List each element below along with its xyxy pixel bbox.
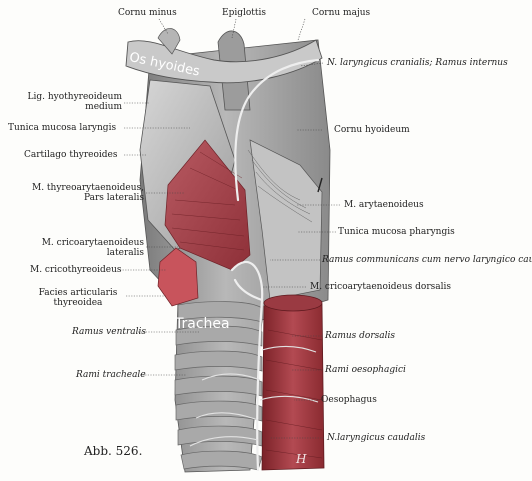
label-line: medium xyxy=(85,102,122,112)
label-rami-tracheales: Rami tracheale xyxy=(76,370,146,380)
label-n-laryngicus-cranialis: N. laryngicus cranialis; Ramus internus xyxy=(327,58,508,68)
label-ramus-communicans: Ramus communicans cum nervo laryngico ca… xyxy=(322,255,532,265)
label-m-thyreoarytaenoideus: M. thyreoarytaenoideus, Pars lateralis xyxy=(4,183,144,203)
label-m-arytaenoideus: M. arytaenoideus xyxy=(344,200,424,210)
label-tunica-mucosa-laryngis: Tunica mucosa laryngis xyxy=(8,123,117,133)
arytaenoideus-fibers xyxy=(247,149,313,223)
label-ramus-dorsalis: Ramus dorsalis xyxy=(325,331,396,341)
label-facies-articularis: Facies articularis thyreoidea xyxy=(30,288,126,308)
figure-number: Abb. 526. xyxy=(84,444,143,458)
label-line: Pars lateralis xyxy=(83,193,144,203)
label-m-cricoarytaenoideus-dorsalis: M. cricoarytaenoideus dorsalis xyxy=(310,282,451,292)
label-cornu-hyoideum: Cornu hyoideum xyxy=(334,125,410,135)
label-epiglottis: Epiglottis xyxy=(222,8,266,18)
label-line: thyreoidea xyxy=(53,298,103,308)
label-cornu-minus: Cornu minus xyxy=(118,8,177,18)
label-cornu-majus: Cornu majus xyxy=(312,8,371,18)
muscle-cricothyreoideus xyxy=(157,247,199,307)
label-n-laryngicus-caudalis: N.laryngicus caudalis xyxy=(327,433,426,443)
label-m-cricoarytaenoideus-lateralis: M. cricoarytaenoideus lateralis xyxy=(4,238,144,258)
leader-lines xyxy=(120,18,340,439)
hyoid-nerve-strand xyxy=(317,177,323,193)
label-oesophagus: Oesophagus xyxy=(321,395,377,405)
trachea xyxy=(174,301,263,471)
label-line: lateralis xyxy=(106,248,144,258)
nerve-branches xyxy=(189,345,319,447)
label-tunica-mucosa-pharyngis: Tunica mucosa pharyngis xyxy=(338,227,455,237)
label-cartilago-thyreoides: Cartilago thyreoides xyxy=(24,150,118,160)
hyoid-bone xyxy=(125,39,323,84)
oesophagus-shape xyxy=(261,298,325,471)
label-line: M. cricoarytaenoideus xyxy=(41,238,144,248)
oesophagus-fibers xyxy=(265,329,323,459)
trachea-label: Trachea xyxy=(175,316,230,332)
nerves xyxy=(230,58,320,472)
oesophagus-opening xyxy=(263,294,323,312)
label-m-cricothyreoideus: M. cricothyreoideus xyxy=(30,265,122,275)
label-line: M. thyreoarytaenoideus, xyxy=(32,183,144,193)
label-line: Lig. hyothyreoideum xyxy=(27,92,122,102)
label-line: Facies articularis xyxy=(38,288,118,298)
label-lig-hyothyreoideum: Lig. hyothyreoideum medium xyxy=(8,92,122,112)
signature: H xyxy=(296,452,307,466)
cornu-minus-shape xyxy=(157,28,181,55)
label-rami-oesophagici: Rami oesophagici xyxy=(325,365,406,375)
label-ramus-ventralis: Ramus ventralis xyxy=(72,327,147,337)
